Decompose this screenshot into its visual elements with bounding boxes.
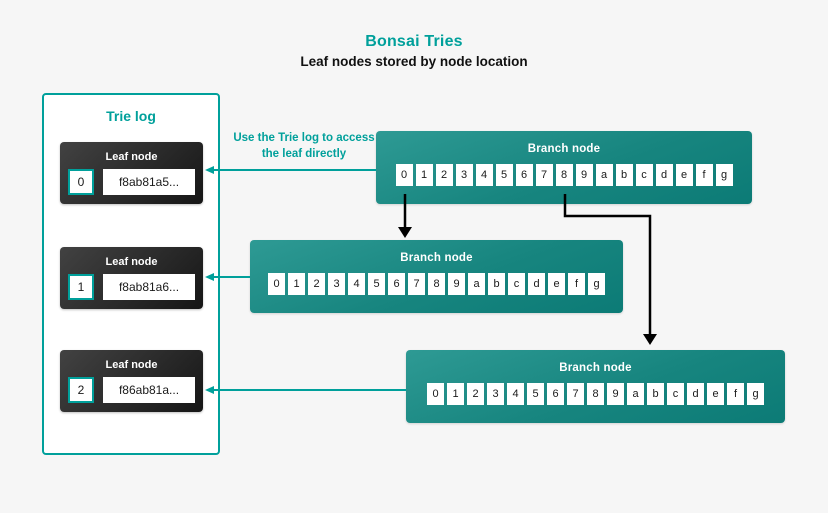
branch-cell: 0: [395, 164, 413, 186]
branch-cell: 2: [435, 164, 453, 186]
branch-cell: f: [568, 273, 585, 295]
leaf-node-label: Leaf node: [105, 151, 158, 163]
branch-cell: b: [488, 273, 505, 295]
leaf-value-cell: f86ab81a...: [103, 377, 195, 403]
arrow-left-icon: [205, 385, 214, 394]
branch-cell: 1: [447, 383, 464, 405]
leaf-node-row: 0 f8ab81a5...: [60, 169, 203, 195]
arrow-left-icon: [205, 272, 214, 281]
branch-cell: d: [655, 164, 673, 186]
branch-cell: g: [588, 273, 605, 295]
branch-cell: b: [647, 383, 664, 405]
branch-cell: f: [727, 383, 744, 405]
branch-cell: 3: [487, 383, 504, 405]
branch-cell: 9: [448, 273, 465, 295]
branch-cell: c: [508, 273, 525, 295]
branch-cell: c: [667, 383, 684, 405]
branch-cell: 4: [348, 273, 365, 295]
leaf-value-cell: f8ab81a6...: [103, 274, 195, 300]
leaf-index-cell: 0: [68, 169, 94, 195]
page-subtitle: Leaf nodes stored by node location: [300, 54, 528, 69]
branch-cell: 7: [535, 164, 553, 186]
branch-cell: 4: [475, 164, 493, 186]
leaf-value-cell: f8ab81a5...: [103, 169, 195, 195]
leaf-index-cell: 2: [68, 377, 94, 403]
branch-cell: c: [635, 164, 653, 186]
arrow-branch2-to-leaf1: [205, 272, 250, 282]
branch-cell: 1: [288, 273, 305, 295]
branch-cell: 0: [427, 383, 444, 405]
header: Bonsai Tries Leaf nodes stored by node l…: [0, 33, 828, 69]
arrow-down-icon: [398, 227, 412, 238]
branch-cell: g: [747, 383, 764, 405]
branch-cell: 1: [415, 164, 433, 186]
arrow-line: [211, 388, 406, 392]
branch-cell: a: [468, 273, 485, 295]
leaf-node-label: Leaf node: [105, 359, 158, 371]
branch-cell: 2: [308, 273, 325, 295]
arrow-branch3-to-leaf2: [205, 385, 406, 395]
trie-log-title: Trie log: [106, 108, 156, 124]
branch-cell: 2: [467, 383, 484, 405]
leaf-node-row: 1 f8ab81a6...: [60, 274, 203, 300]
branch-cell: 6: [388, 273, 405, 295]
branch-cell: 3: [328, 273, 345, 295]
branch-cell: 5: [495, 164, 513, 186]
branch-cell: 8: [587, 383, 604, 405]
page-title: Bonsai Tries: [365, 33, 463, 50]
arrow-branch1-to-leaf0: [205, 165, 376, 175]
branch-node-label: Branch node: [400, 252, 473, 264]
branch-cell: 9: [575, 164, 593, 186]
arrow-line: [211, 168, 376, 172]
arrow-left-icon: [205, 165, 214, 174]
arrow-line: [211, 275, 250, 279]
branch-cell: f: [695, 164, 713, 186]
leaf-node-row: 2 f86ab81a...: [60, 377, 203, 403]
branch-cell: b: [615, 164, 633, 186]
branch-cell: d: [687, 383, 704, 405]
branch-cell: d: [528, 273, 545, 295]
leaf-node-0: Leaf node 0 f8ab81a5...: [60, 142, 203, 204]
branch-cell: 7: [408, 273, 425, 295]
branch-cell: 4: [507, 383, 524, 405]
branch-cell: 0: [268, 273, 285, 295]
branch-cell: g: [715, 164, 733, 186]
branch-cell: 5: [527, 383, 544, 405]
branch-cell: 5: [368, 273, 385, 295]
branch-cell: 6: [547, 383, 564, 405]
branch-cell: 7: [567, 383, 584, 405]
branch-cell: e: [675, 164, 693, 186]
branch-cell: 3: [455, 164, 473, 186]
leaf-node-2: Leaf node 2 f86ab81a...: [60, 350, 203, 412]
branch-cell: a: [627, 383, 644, 405]
branch-node-label: Branch node: [559, 362, 632, 374]
branch-cell: e: [548, 273, 565, 295]
branch-node-label: Branch node: [527, 143, 601, 155]
branch-cell: e: [707, 383, 724, 405]
leaf-index-cell: 1: [68, 274, 94, 300]
branch-cell: 9: [607, 383, 624, 405]
branch-cell: 6: [515, 164, 533, 186]
leaf-node-1: Leaf node 1 f8ab81a6...: [60, 247, 203, 309]
branch-cell: a: [595, 164, 613, 186]
annotation-text: Use the Trie log to access the leaf dire…: [233, 132, 375, 160]
arrow-down-icon: [643, 334, 657, 345]
branch-cell: 8: [428, 273, 445, 295]
branch-cell: 8: [555, 164, 573, 186]
leaf-node-label: Leaf node: [105, 256, 158, 268]
